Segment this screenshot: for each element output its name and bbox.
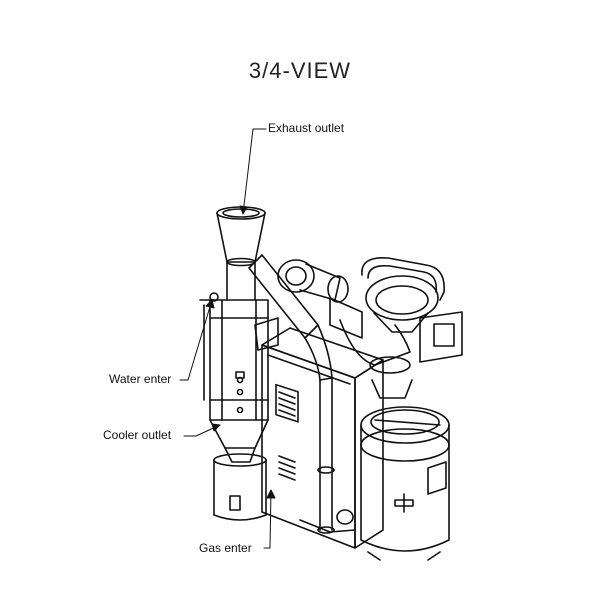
leader-water bbox=[179, 299, 213, 381]
callout-cooler-outlet: Cooler outlet bbox=[103, 428, 172, 442]
callout-water-enter: Water enter bbox=[109, 372, 172, 386]
cooling-tray bbox=[336, 406, 450, 561]
view-title: 3/4-VIEW bbox=[248, 58, 352, 83]
leader-lines bbox=[179, 128, 276, 549]
leader-cooler bbox=[183, 424, 221, 437]
cyclone-column bbox=[199, 206, 279, 521]
leader-gas bbox=[263, 489, 272, 549]
roaster-drum bbox=[329, 257, 463, 399]
exhaust-pipe bbox=[248, 254, 349, 534]
callout-gas-enter: Gas enter bbox=[199, 541, 252, 555]
leader-exhaust bbox=[242, 128, 267, 215]
callout-exhaust-outlet: Exhaust outlet bbox=[268, 121, 345, 135]
